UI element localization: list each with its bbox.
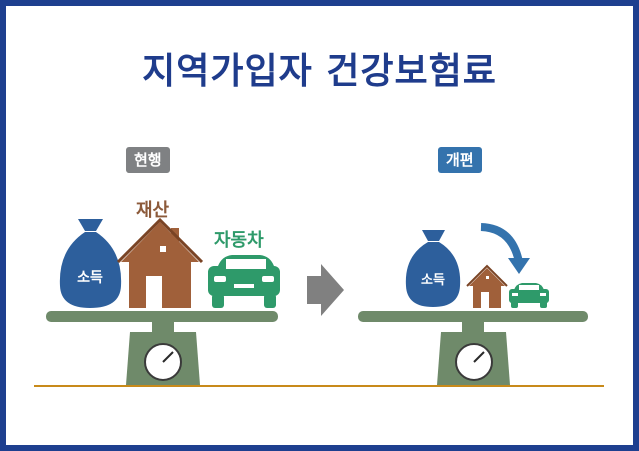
small-house-icon	[466, 264, 508, 308]
income-label-reform: 소득	[421, 273, 445, 288]
income-bag-icon-reform: 소득	[405, 230, 461, 307]
car-label: 자동차	[214, 230, 264, 251]
house-icon	[116, 217, 204, 308]
car-icon	[208, 255, 280, 308]
small-car-icon	[509, 283, 549, 308]
curved-arrow-icon	[480, 223, 530, 274]
reform-badge: 개편	[438, 147, 482, 173]
current-badge: 현행	[126, 147, 170, 173]
page-title: 지역가입자 건강보험료	[142, 51, 497, 92]
right-arrow-icon	[307, 264, 344, 316]
left-scale-icon	[46, 311, 278, 385]
property-label: 재산	[136, 200, 170, 221]
income-bag-icon: 소득	[59, 219, 122, 308]
baseline-line	[34, 385, 604, 387]
income-label: 소득	[77, 270, 103, 286]
right-scale-icon	[358, 311, 588, 385]
